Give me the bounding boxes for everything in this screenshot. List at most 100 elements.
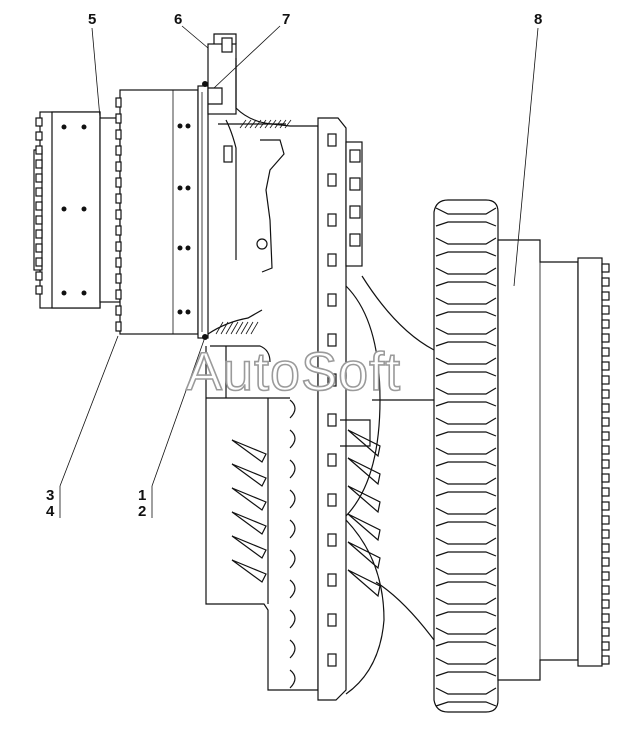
cooling-fin [347, 457, 381, 486]
hatch-line [250, 321, 259, 335]
gear-notch [327, 533, 337, 547]
housing-ridge [115, 97, 122, 108]
gear-notch [327, 173, 337, 187]
cooling-fin [347, 541, 381, 570]
callout-7: 7 [282, 11, 290, 28]
hub-tooth [601, 417, 610, 427]
callout-6: 6 [174, 11, 182, 28]
cap-tooth [35, 229, 43, 239]
gear-notch [327, 653, 337, 667]
hatch-line [259, 119, 267, 129]
watermark: AutoSoft [186, 342, 401, 402]
tread-block [435, 267, 497, 275]
cooling-fin [231, 511, 267, 535]
hub-tooth [601, 641, 610, 651]
gear-notch [289, 399, 296, 419]
tread-block [435, 507, 497, 515]
hub-drum [497, 239, 610, 681]
tread-block [435, 551, 497, 557]
hub-tooth [601, 277, 610, 287]
tread-block [435, 431, 497, 437]
tread-block [435, 581, 497, 587]
hub-tooth [601, 263, 610, 273]
cooling-fin [347, 485, 381, 514]
hub-tooth [601, 515, 610, 525]
hub-tooth [601, 389, 610, 399]
hatch-line [235, 321, 244, 335]
tread-block [435, 237, 497, 245]
housing-ridge [115, 257, 122, 268]
hatch-line [269, 119, 277, 129]
tread-block [435, 221, 497, 227]
cap-tooth [35, 173, 43, 183]
side-bolt [349, 177, 361, 191]
hub-tooth [601, 473, 610, 483]
callout-3: 3 [46, 487, 54, 504]
cap-tooth [35, 285, 43, 295]
cap-tooth [35, 215, 43, 225]
housing-ridge [115, 289, 122, 300]
tread-block [435, 641, 497, 647]
cap-tooth [35, 201, 43, 211]
gear-notch [327, 293, 337, 307]
hatch-line [274, 119, 282, 129]
gear-notch [289, 639, 296, 659]
hatch-line [254, 119, 262, 129]
tread-block [435, 521, 497, 527]
tread-block [435, 401, 497, 407]
housing-ridge [115, 321, 122, 332]
hub-tooth [601, 445, 610, 455]
cap-tooth [35, 131, 43, 141]
hub-tooth [601, 305, 610, 315]
hub-tooth [601, 459, 610, 469]
gear-notch [289, 459, 296, 479]
side-bolt [349, 233, 361, 247]
cap-tooth [35, 187, 43, 197]
hatch-line [249, 119, 257, 129]
flange-plate [197, 33, 237, 340]
tread-block [435, 327, 497, 335]
leader-lines [59, 25, 539, 518]
tread-block [435, 461, 497, 467]
tread-block [435, 371, 497, 377]
cap-tooth [35, 271, 43, 281]
tread-block [435, 477, 497, 485]
hatch-line [264, 119, 272, 129]
hub-tooth [601, 557, 610, 567]
hatch-line [225, 321, 234, 335]
tread-block [435, 537, 497, 545]
gear-notch [289, 519, 296, 539]
tread-block [435, 701, 497, 707]
hatch-line [245, 321, 254, 335]
housing-ridge [115, 145, 122, 156]
hatch-line [230, 321, 239, 335]
cap-tooth [35, 159, 43, 169]
hatch-line [239, 119, 247, 129]
gear-notch [327, 333, 337, 347]
housing-ridge [115, 129, 122, 140]
side-bolt [349, 149, 361, 163]
housing-ridge [115, 305, 122, 316]
gear-wheel [289, 117, 385, 701]
hub-tooth [601, 375, 610, 385]
tread-block [435, 341, 497, 347]
housing-ridge [115, 225, 122, 236]
tread-block [435, 207, 497, 215]
end-cap [33, 111, 121, 309]
tread-block [435, 251, 497, 257]
hub-tooth [601, 529, 610, 539]
hub-tooth [601, 655, 610, 665]
housing-ridge [115, 193, 122, 204]
tread-block [435, 387, 497, 395]
gear-notch [327, 573, 337, 587]
cooling-fin [231, 559, 267, 583]
hub-tooth [601, 501, 610, 511]
cooling-fin [347, 513, 381, 542]
housing-ridge [115, 161, 122, 172]
gear-notch [327, 133, 337, 147]
tread-block [435, 657, 497, 665]
gear-notch [289, 489, 296, 509]
gear-notch [289, 429, 296, 449]
gear-notch [327, 613, 337, 627]
